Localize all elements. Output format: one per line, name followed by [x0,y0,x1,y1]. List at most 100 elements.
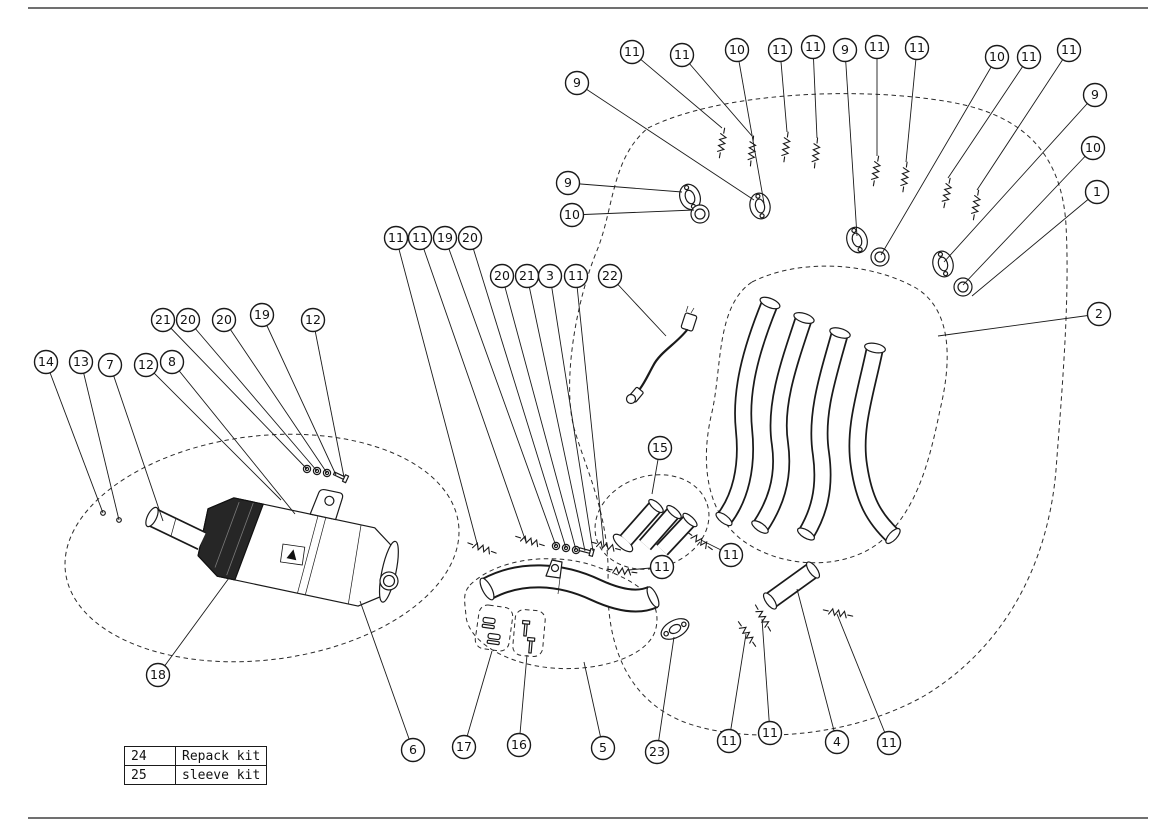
callout-balloon [1016,44,1042,70]
leader-line-11 [419,237,527,543]
legend-row: 25 sleeve kit [124,765,268,785]
leader-line-10 [736,49,765,204]
legend-row: 24 Repack kit [124,746,268,766]
callout-balloon [150,307,176,333]
callout-10: 10 [724,37,750,63]
header-pipes [715,296,901,545]
callout-number: 20 [494,268,510,283]
callout-balloon [300,307,326,333]
callout-balloon [211,307,237,333]
callout-11: 11 [718,542,744,568]
leader-line-11 [631,51,723,129]
leader-line-14 [45,361,104,514]
callout-balloon [451,734,477,760]
gasket-plate [660,618,690,640]
callout-11: 11 [904,35,930,61]
leader-lines [45,46,1100,753]
leader-line-11 [947,56,1030,179]
kit-box-17-outline [474,604,514,652]
callout-3: 3 [537,263,563,289]
callout-balloon [559,202,585,228]
callout-balloon [457,225,483,251]
callout-balloon [724,37,750,63]
callout-number: 2 [1095,306,1103,321]
callout-11: 11 [649,554,675,580]
joint-pipe [762,561,821,610]
leader-line-8 [171,361,296,515]
callout-23: 23 [644,739,670,765]
callout-11: 11 [876,730,902,756]
callout-balloon [400,737,426,763]
callout-14: 14 [33,349,59,375]
leader-line-19 [261,314,337,476]
link-pipe [479,559,660,613]
spring [606,565,638,577]
legend-part-number: 24 [124,746,176,766]
callout-11: 11 [1056,37,1082,63]
callout-number: 20 [180,312,196,327]
leader-line-9 [567,182,683,193]
callout-number: 9 [1091,87,1099,102]
leader-line-22 [609,275,667,337]
callout-number: 11 [881,735,897,750]
callout-11: 11 [407,225,433,251]
callout-number: 11 [762,725,778,740]
spring [810,137,822,169]
bolt [577,545,595,557]
callout-balloon [175,307,201,333]
callout-balloon [824,729,850,755]
callout-5: 5 [590,735,616,761]
callout-11: 11 [619,39,645,65]
callout-13: 13 [68,349,94,375]
header-pipes-outline [705,265,948,564]
spring [466,539,498,557]
leader-line-11 [681,54,753,137]
callout-number: 19 [254,307,270,322]
callout-balloon [133,352,159,378]
callout-11: 11 [716,728,742,754]
callout-8: 8 [159,349,185,375]
muffler-bracket [309,488,344,521]
gasket-ring [870,247,890,267]
callout-balloon [249,302,275,328]
callout-balloon [1086,301,1112,327]
callout-15: 15 [647,435,673,461]
callout-11: 11 [563,263,589,289]
leader-line-7 [109,364,164,522]
leader-line-11 [395,237,479,548]
callout-balloon [800,34,826,60]
leader-line-13 [80,361,120,521]
leader-line-20 [469,237,567,549]
leader-line-6 [359,600,414,751]
callout-9: 9 [555,170,581,196]
exhaust-flange [746,190,774,222]
callout-balloon [718,542,744,568]
callout-number: 11 [624,44,640,59]
callout-number: 9 [573,75,581,90]
callout-number: 10 [729,42,745,57]
leader-line-11 [836,613,890,744]
callout-number: 11 [388,230,404,245]
callout-22: 22 [597,263,623,289]
callout-balloon [864,34,890,60]
callout-9: 9 [1082,82,1108,108]
collector [612,498,698,556]
leader-line-23 [656,636,675,753]
callout-number: 11 [568,268,584,283]
leader-line-11 [575,275,605,548]
callout-number: 12 [138,357,154,372]
callout-balloon [68,349,94,375]
leader-line-11 [728,633,747,742]
callout-balloon [619,39,645,65]
leader-line-5 [583,661,604,749]
spring [715,127,729,159]
leader-line-12 [312,319,345,478]
callout-number: 7 [106,357,114,372]
callout-6: 6 [400,737,426,763]
leader-line-10 [571,209,695,216]
spring [940,177,954,209]
diagram-artwork [28,7,1148,819]
callout-number: 11 [674,47,690,62]
callout-number: 3 [546,268,554,283]
callout-number: 4 [833,734,841,749]
